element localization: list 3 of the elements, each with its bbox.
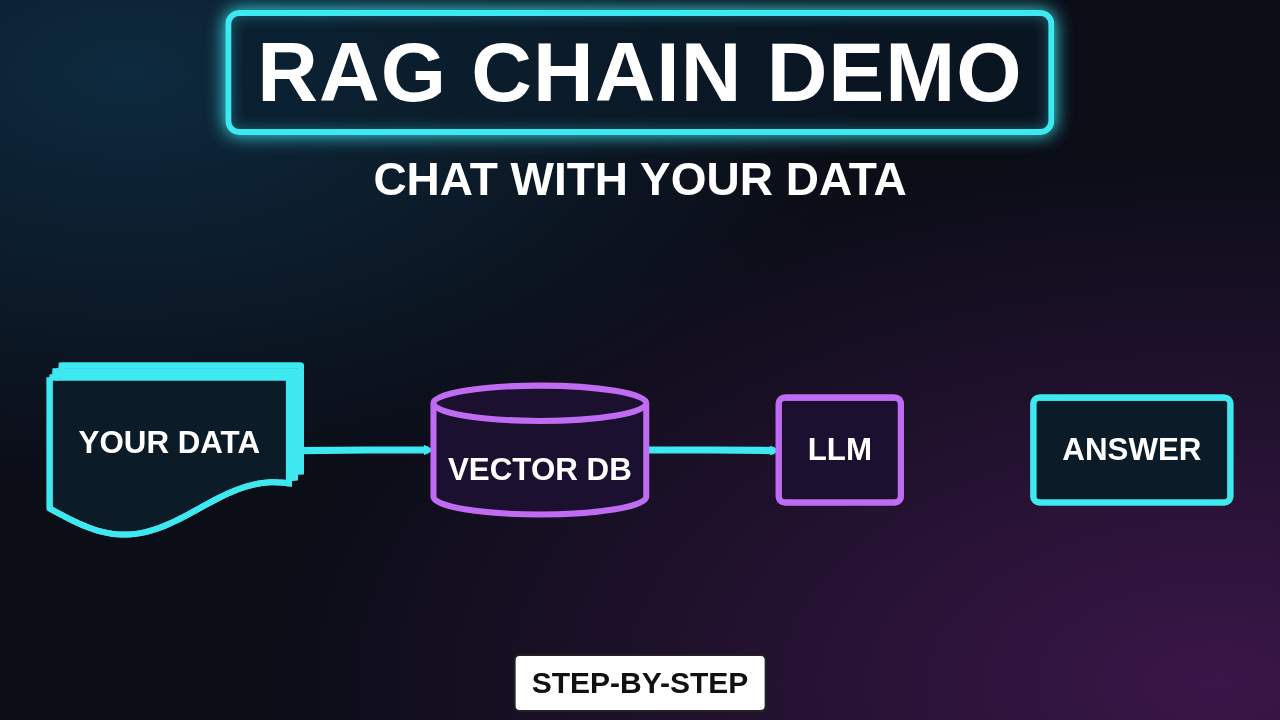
title: RAG CHAIN DEMO <box>225 10 1055 135</box>
step-tag: STEP-BY-STEP <box>513 654 767 712</box>
subtitle: CHAT WITH YOUR DATA <box>373 152 907 206</box>
